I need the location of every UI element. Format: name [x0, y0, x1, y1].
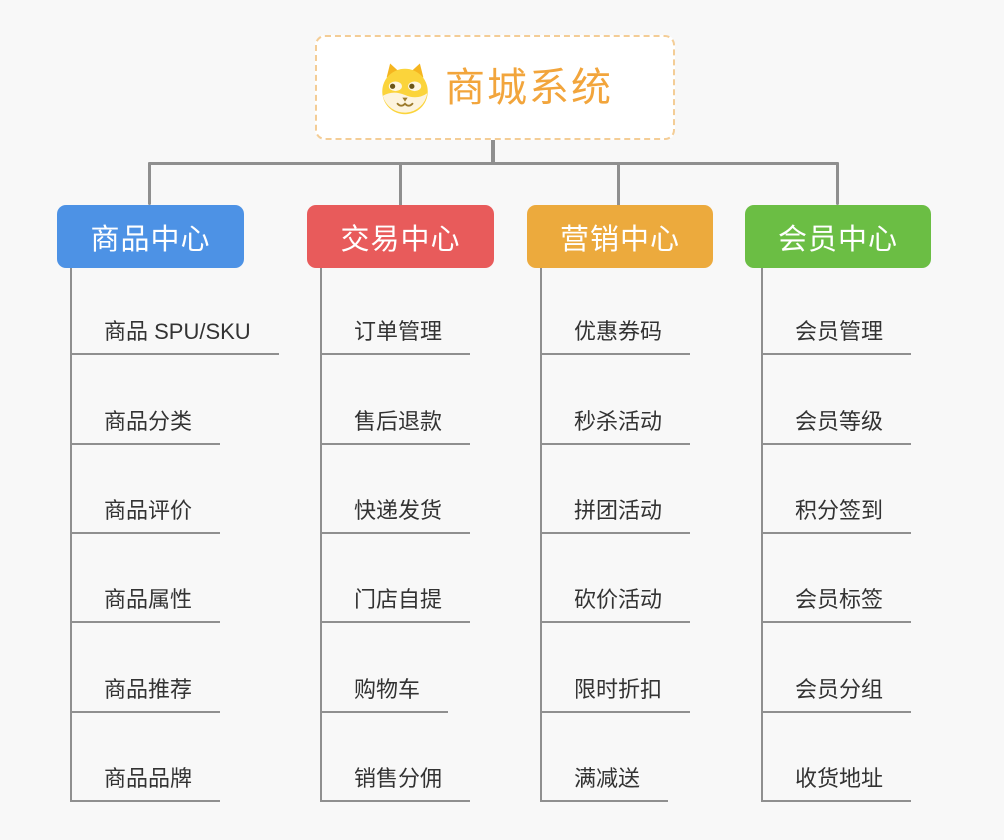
leaf-node[interactable]: 会员分组 [761, 675, 912, 713]
leaf-node[interactable]: 快递发货 [320, 496, 471, 534]
leaf-node[interactable]: 会员管理 [761, 317, 912, 355]
leaf-node[interactable]: 商品推荐 [70, 675, 221, 713]
leaf-node[interactable]: 优惠券码 [540, 317, 691, 355]
branch-node-members[interactable]: 会员中心 [745, 205, 931, 268]
leaf-node[interactable]: 购物车 [320, 675, 449, 713]
trunk-members [761, 268, 763, 802]
leaf-node[interactable]: 会员标签 [761, 585, 912, 623]
leaf-node[interactable]: 商品 SPU/SKU [70, 317, 279, 355]
leaf-node[interactable]: 销售分佣 [320, 764, 471, 802]
dog-face-icon [377, 60, 433, 116]
connector-bus [148, 162, 839, 165]
branch-node-products[interactable]: 商品中心 [57, 205, 244, 268]
branch-node-trade[interactable]: 交易中心 [307, 205, 494, 268]
trunk-products [70, 268, 72, 802]
root-node[interactable]: 商城系统 [315, 35, 675, 140]
trunk-marketing [540, 268, 542, 802]
leaf-node[interactable]: 商品属性 [70, 585, 221, 623]
leaf-node[interactable]: 门店自提 [320, 585, 471, 623]
leaf-node[interactable]: 限时折扣 [540, 675, 691, 713]
leaf-node[interactable]: 秒杀活动 [540, 407, 691, 445]
leaf-node[interactable]: 会员等级 [761, 407, 912, 445]
connector-drop-3 [617, 162, 620, 205]
connector-root-stem [491, 140, 495, 164]
leaf-node[interactable]: 商品分类 [70, 407, 221, 445]
branch-node-marketing[interactable]: 营销中心 [527, 205, 713, 268]
connector-drop-4 [836, 162, 839, 205]
leaf-node[interactable]: 订单管理 [320, 317, 471, 355]
leaf-node[interactable]: 满减送 [540, 764, 669, 802]
leaf-node[interactable]: 砍价活动 [540, 585, 691, 623]
leaf-node[interactable]: 拼团活动 [540, 496, 691, 534]
trunk-trade [320, 268, 322, 802]
leaf-node[interactable]: 商品品牌 [70, 764, 221, 802]
connector-drop-1 [148, 162, 151, 205]
connector-drop-2 [399, 162, 402, 205]
leaf-node[interactable]: 收货地址 [761, 764, 912, 802]
leaf-node[interactable]: 商品评价 [70, 496, 221, 534]
leaf-node[interactable]: 售后退款 [320, 407, 471, 445]
leaf-node[interactable]: 积分签到 [761, 496, 912, 534]
root-title: 商城系统 [445, 65, 613, 110]
